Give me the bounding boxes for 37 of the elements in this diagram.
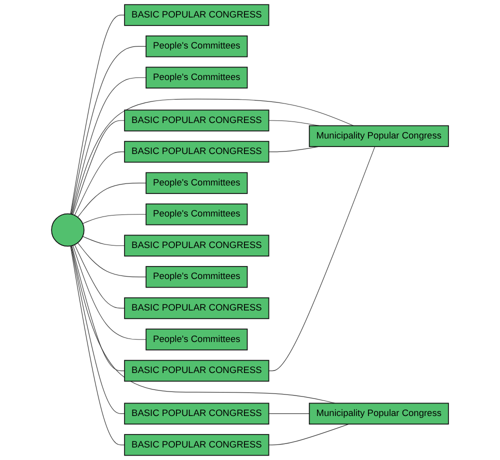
connector: [77, 242, 146, 278]
node-box: BASIC POPULAR CONGRESS: [124, 110, 270, 132]
connector: [82, 214, 146, 224]
node-box: BASIC POPULAR CONGRESS: [124, 234, 270, 256]
connector: [268, 424, 350, 446]
node-circle: [51, 213, 84, 247]
connector: [268, 146, 376, 372]
node-box: Municipality Popular Congress: [308, 402, 449, 425]
connector: [70, 46, 146, 214]
node-box: BASIC POPULAR CONGRESS: [124, 297, 270, 320]
connector: [268, 120, 320, 126]
connector: [70, 246, 125, 414]
connector: [70, 246, 125, 446]
node-box: People's Committees: [146, 204, 248, 226]
connector: [71, 246, 336, 404]
node-box: BASIC POPULAR CONGRESS: [124, 402, 270, 425]
node-box: BASIC POPULAR CONGRESS: [124, 4, 270, 26]
node-box: BASIC POPULAR CONGRESS: [124, 434, 270, 456]
connector: [72, 245, 125, 372]
connector: [77, 182, 146, 218]
connector: [71, 77, 146, 215]
connector: [74, 244, 125, 308]
node-box: People's Committees: [146, 35, 248, 58]
node-box: BASIC POPULAR CONGRESS: [124, 140, 270, 163]
connector: [268, 413, 310, 414]
node-box: Municipality Popular Congress: [308, 125, 449, 147]
node-box: People's Committees: [146, 66, 248, 88]
connector: [82, 236, 125, 246]
node-box: People's Committees: [146, 266, 248, 288]
connector: [74, 152, 125, 216]
node-box: People's Committees: [146, 328, 248, 350]
node-box: BASIC POPULAR CONGRESS: [124, 360, 270, 382]
connector: [72, 245, 146, 340]
connector: [72, 98, 354, 215]
node-box: People's Committees: [146, 172, 248, 194]
connector: [72, 120, 125, 215]
connector: [70, 14, 125, 214]
